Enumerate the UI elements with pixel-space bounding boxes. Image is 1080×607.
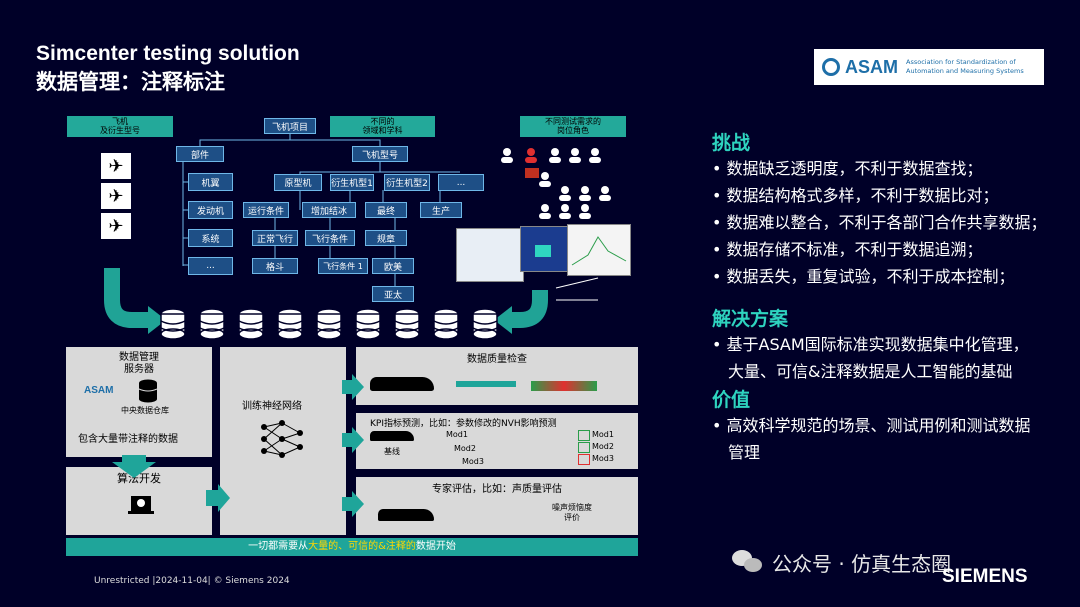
footer-text: Unrestricted |2024-11-04| © Siemens 2024 [94,576,290,586]
expert-result: 噪声烦恼度 评价 [552,503,592,522]
bottom-banner: 一切都需要从大量的、可信的&注释的数据开始 [66,538,638,556]
algo-panel: 算法开发 [66,467,212,535]
challenge-item: • 数据难以整合，不利于各部门合作共享数据； [712,213,1047,232]
header-disciplines: 不同的 领域和学科 [330,116,435,137]
expert-panel: 专家评估，比如：声质量评估 噪声烦恼度 评价 [356,477,638,535]
laptop-icon [128,496,154,514]
node-engine: 发动机 [188,201,233,219]
challenge-title: 挑战 [712,132,751,154]
node-more: ... [188,257,233,275]
challenge-list: • 数据缺乏透明度，不利于数据查找； • 数据结构格式多样，不利于数据比对； •… [712,155,1072,290]
expert-title: 专家评估，比如：声质量评估 [432,484,562,495]
server-panel: 数据管理 服务器 ASAM 中央数据仓库 包含大量带注释的数据 [66,347,212,457]
slide-title-zh: 数据管理：注释标注 [36,70,225,94]
asam-logo-icon [822,58,840,76]
wechat-account: 公众号 · 仿真生态圈 [772,552,952,576]
check-icon [578,430,590,441]
solution-title: 解决方案 [712,308,789,330]
right-column: 挑战 • 数据缺乏透明度，不利于数据查找； • 数据结构格式多样，不利于数据比对… [712,128,1072,466]
challenge-item: • 数据丢失，重复试验，不利于成本控制； [712,267,1015,286]
banner-highlight: 大量的、可信的&注释的 [308,541,416,552]
node-derivative1: 衍生机型1 [330,174,374,191]
kpi-mod: Mod1 [446,430,468,439]
siemens-logo: SIEMENS [942,566,1028,587]
airplane-icon: ✈ [101,213,131,239]
nn-panel: 训练神经网络 [220,347,346,535]
banner-post: 数据开始 [415,541,456,552]
node-europe: 欧美 [372,258,414,274]
value-title: 价值 [712,389,751,411]
server-database-icon [138,379,158,403]
kpi-result: Mod2 [592,442,614,451]
kpi-panel: KPI指标预测，比如：参数修改的NVH影响预测 基线 Mod1 Mod2 Mod… [356,413,638,469]
chart-screenshot-graph [571,236,627,266]
challenge-item: • 数据缺乏透明度，不利于数据查找； [712,159,983,178]
airplane-icon: ✈ [101,183,131,209]
car-icon [370,431,414,441]
quality-title: 数据质量检查 [467,354,527,365]
kpi-mod: Mod2 [454,444,476,453]
node-wing: 机翼 [188,173,233,191]
node-flight-cond1: 飞行条件 1 [318,258,368,274]
value-item: • 高效科学规范的场景、测试用例和测试数据管理 [712,416,1031,462]
node-icing: 增加结冰 [302,202,356,218]
node-asia: 亚太 [372,286,414,302]
nn-title: 训练神经网络 [242,401,302,412]
airplane-icon: ✈ [101,153,131,179]
node-run-cond: 运行条件 [243,202,289,218]
car-icon [370,377,434,391]
header-aircraft: 飞机 及衍生型号 [67,116,173,137]
node-derivative2: 衍生机型2 [384,174,430,191]
server-asam-logo: ASAM [84,385,114,396]
node-production: 生产 [420,202,462,218]
quality-arrow [456,381,516,387]
quality-panel: 数据质量检查 [356,347,638,405]
server-title: 数据管理 服务器 [119,352,159,375]
node-more2: ... [438,174,484,191]
challenge-item: • 数据结构格式多样，不利于数据比对； [712,186,999,205]
slide-title-en: Simcenter testing solution [36,42,300,65]
solution-item: • 基于ASAM国际标准实现数据集中化管理，大量、可信&注释数据是人工智能的基础 [712,335,1029,381]
node-regulation: 规章 [365,230,407,246]
node-parts: 部件 [176,146,224,162]
software-screenshot [456,228,524,282]
signal-waveform [531,381,597,391]
asam-logo: ASAM Association for Standardization of … [814,49,1044,85]
banner-pre: 一切都需要从 [248,541,309,552]
header-roles: 不同测试需求的 岗位角色 [520,116,626,137]
chart-screenshot [567,224,631,276]
wechat-icon [732,548,764,574]
people-icons [501,148,611,219]
server-warehouse: 中央数据仓库 [121,406,169,415]
cross-icon [578,454,590,465]
challenge-item: • 数据存储不标准，不利于数据追溯； [712,240,983,259]
solution-list: • 基于ASAM国际标准实现数据集中化管理，大量、可信&注释数据是人工智能的基础 [712,331,1042,385]
kpi-mod: Mod3 [462,457,484,466]
database-icons [160,308,498,340]
node-aircraft-model: 飞机型号 [352,146,408,162]
node-combat: 格斗 [252,258,298,274]
asam-logo-word: ASAM [845,56,898,77]
neural-network-icon [261,420,303,458]
node-final: 最终 [365,202,407,218]
node-prototype: 原型机 [274,174,322,191]
node-project: 飞机项目 [264,118,316,134]
kpi-result: Mod1 [592,430,614,439]
check-icon [578,442,590,453]
node-flight-cond: 飞行条件 [305,230,355,246]
kpi-baseline: 基线 [384,447,400,456]
node-system: 系统 [188,229,233,247]
car-icon [378,509,434,521]
asam-logo-subtitle: Association for Standardization of Autom… [906,58,1024,75]
kpi-title: KPI指标预测，比如：参数修改的NVH影响预测 [370,419,557,429]
algo-title: 算法开发 [117,472,161,485]
value-list: • 高效科学规范的场景、测试用例和测试数据管理 [712,412,1042,466]
kpi-result: Mod3 [592,454,614,463]
node-normal-flight: 正常飞行 [252,230,298,246]
server-annot: 包含大量带注释的数据 [78,434,178,445]
